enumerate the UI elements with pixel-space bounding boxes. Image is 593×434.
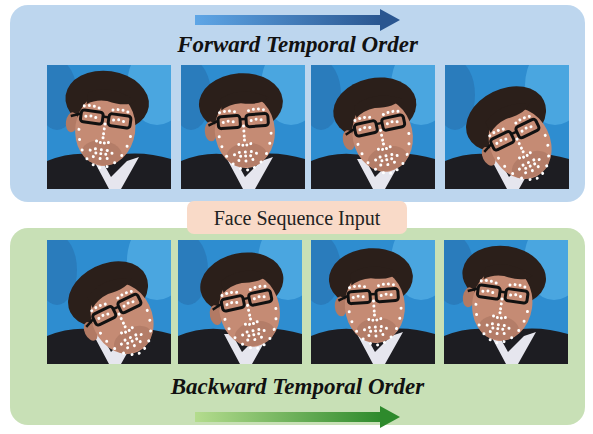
temporal-panel: Forward Temporal Order [10, 5, 585, 202]
temporal-panel: Backward Temporal Order [10, 228, 585, 425]
panel-title: Backward Temporal Order [10, 374, 585, 400]
input-label-box: Face Sequence Input [187, 201, 407, 234]
input-label: Face Sequence Input [214, 206, 381, 230]
panel-title: Forward Temporal Order [10, 32, 585, 58]
